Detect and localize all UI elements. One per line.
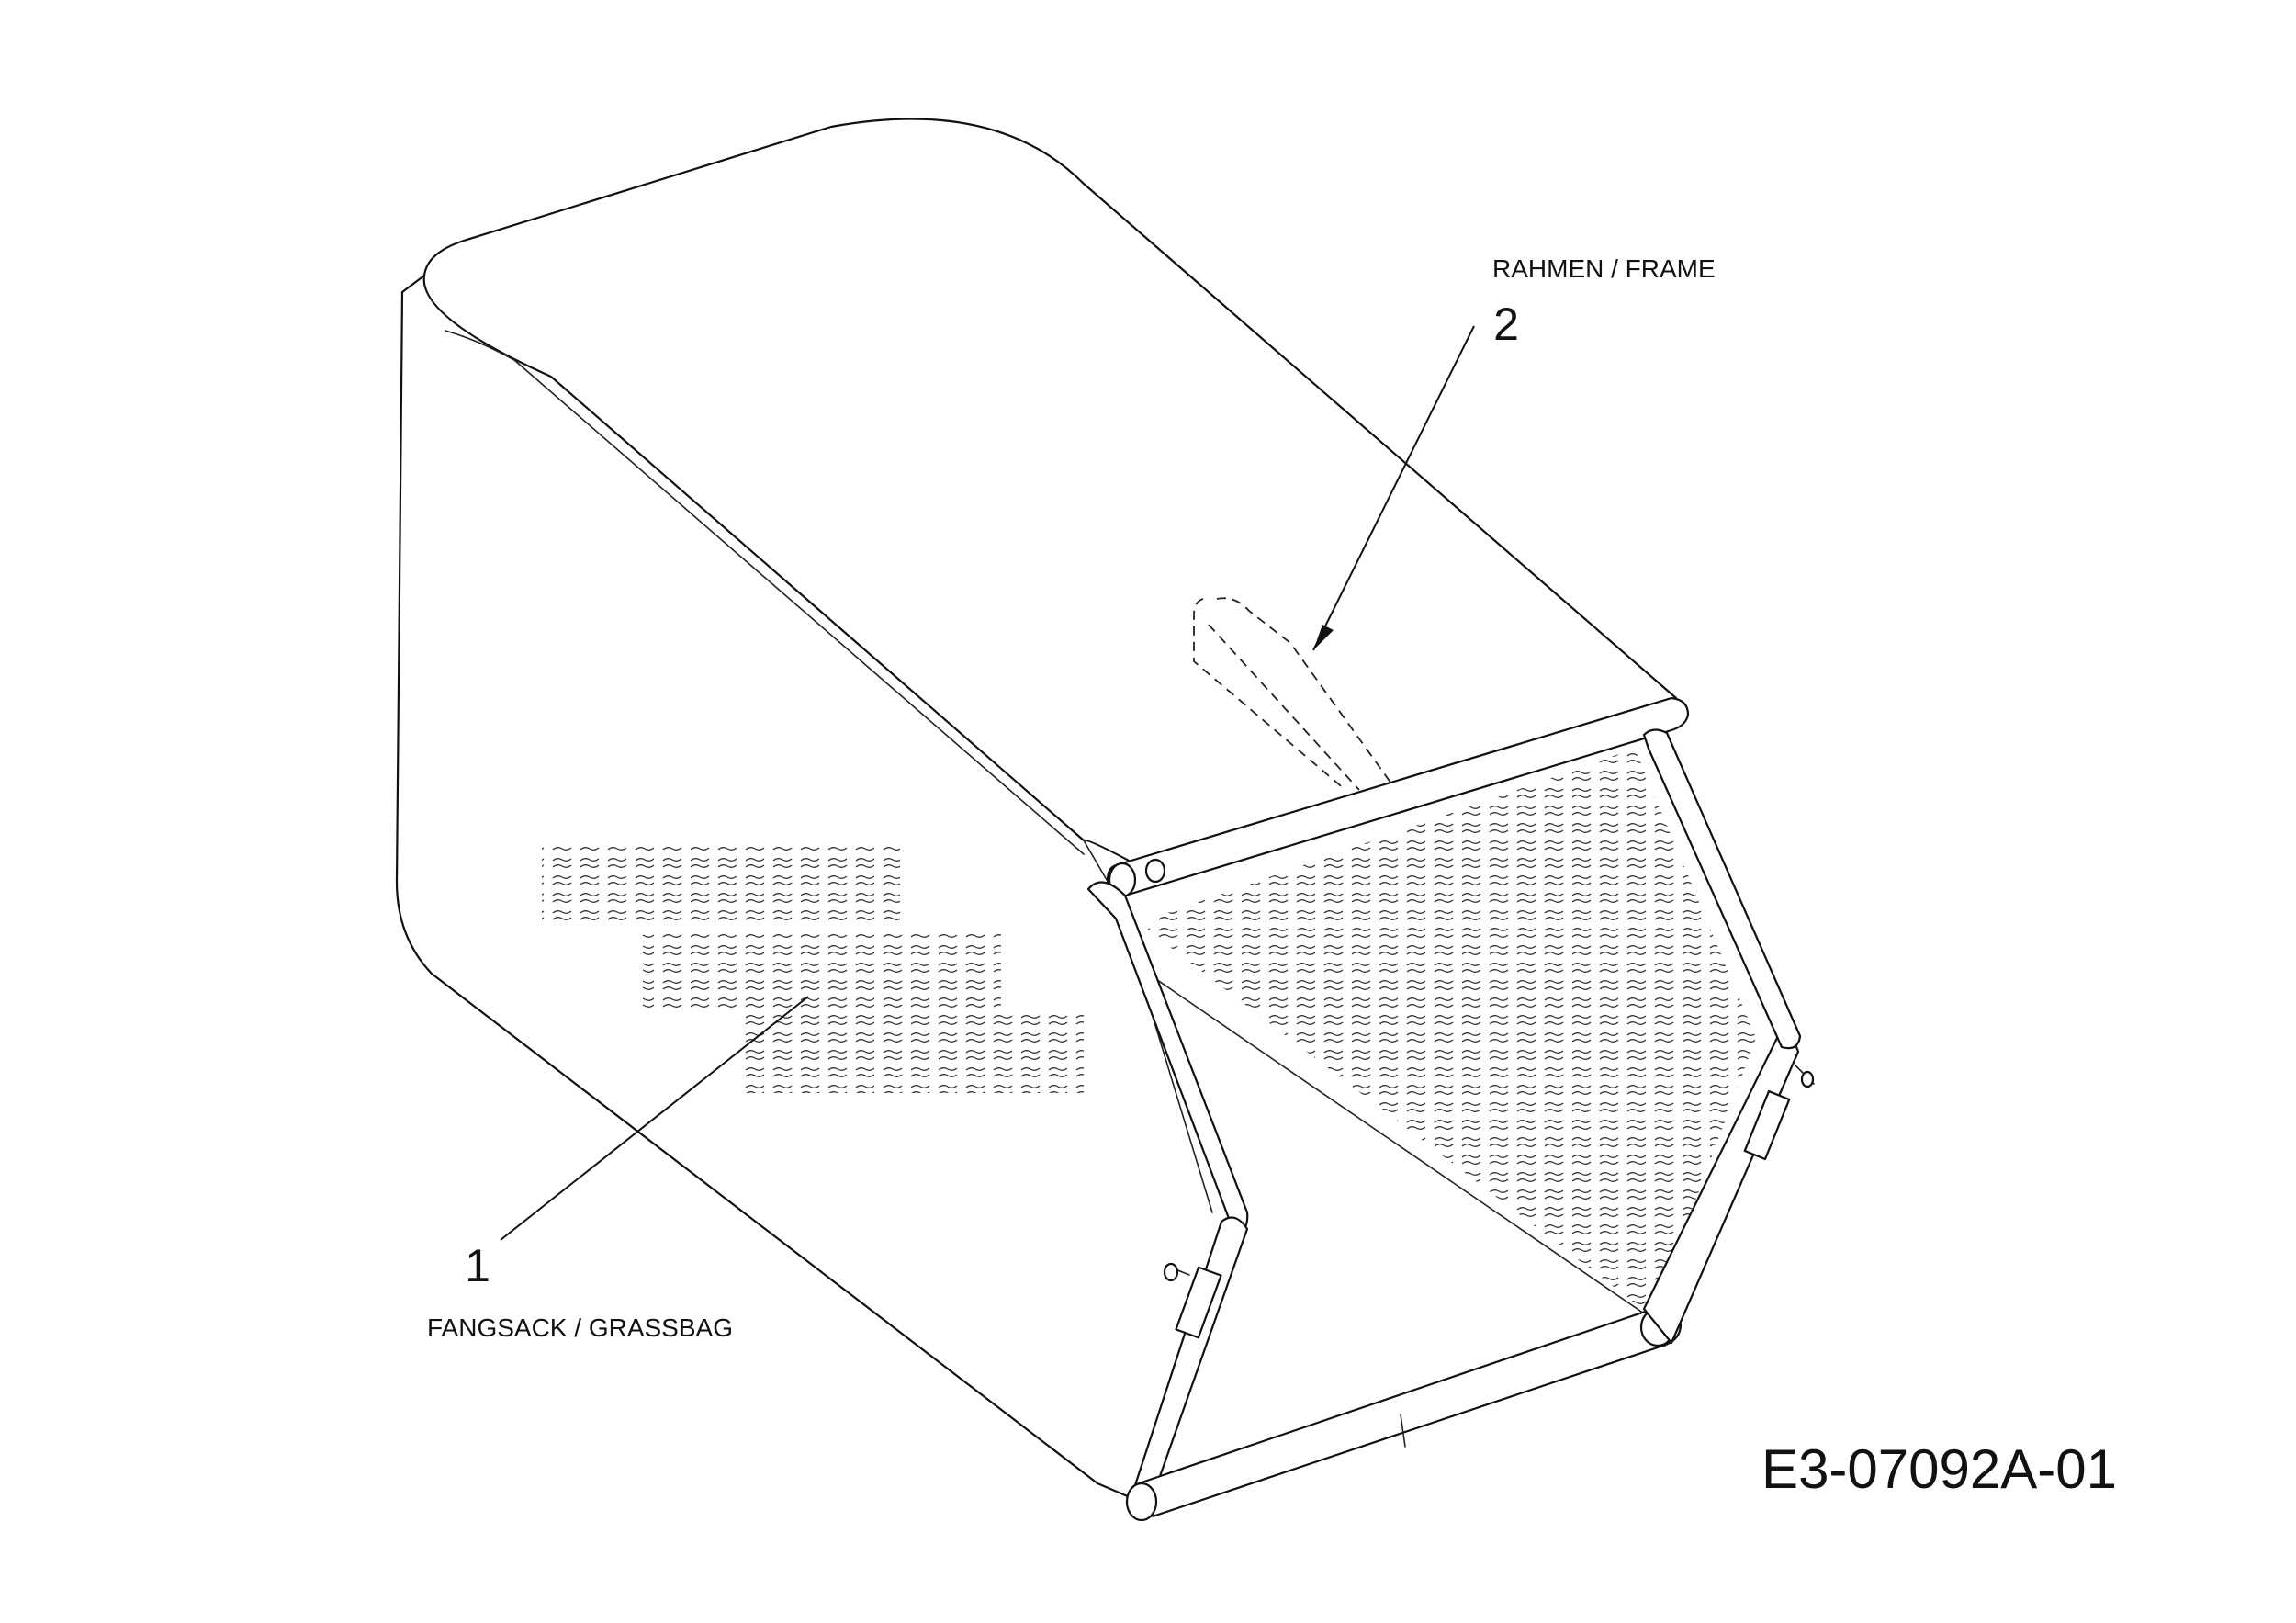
- callout-1: 1 FANGSACK / GRASSBAG: [427, 996, 809, 1342]
- mesh-pattern-opening: [1139, 749, 1756, 1313]
- callout-2: 2 RAHMEN / FRAME: [1312, 254, 1716, 651]
- callout-label-2: RAHMEN / FRAME: [1492, 254, 1716, 283]
- grassbag-drawing: [395, 118, 1756, 1499]
- callout-number-1: 1: [465, 1240, 490, 1291]
- frame-drawing: [1086, 597, 1815, 1522]
- leader-line-2: [1312, 325, 1475, 651]
- leader-arrow-2: [1313, 625, 1334, 650]
- callout-label-1: FANGSACK / GRASSBAG: [427, 1313, 733, 1342]
- drawing-number: E3-07092A-01: [1761, 1438, 2117, 1500]
- mesh-pattern-side: [542, 845, 1084, 1093]
- callout-number-2: 2: [1493, 299, 1519, 350]
- leader-line-1: [500, 996, 809, 1241]
